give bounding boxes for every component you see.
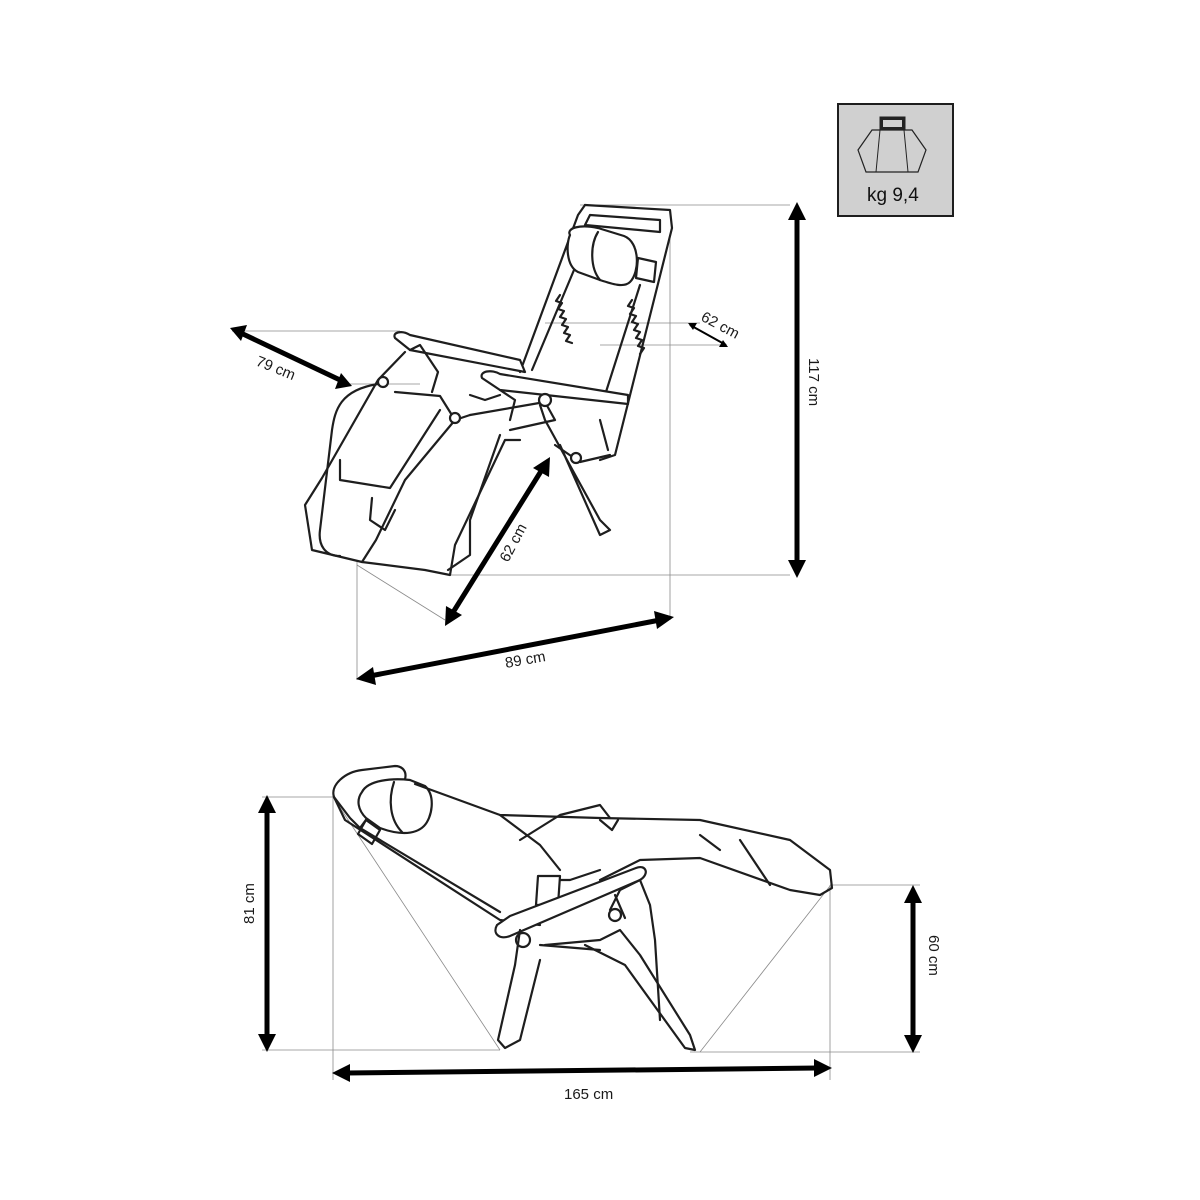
side-height-label: 81 cm: [241, 883, 258, 924]
dimension-height-81: 81 cm: [241, 795, 276, 1052]
weight-badge: kg 9,4: [837, 103, 954, 217]
height-label: 117 cm: [805, 358, 822, 406]
dimension-length-165: 165 cm: [332, 1059, 832, 1103]
length-label: 89 cm: [504, 648, 547, 672]
dimension-length-89: 89 cm: [356, 611, 674, 685]
dimension-width-79: 79 cm: [230, 325, 352, 389]
dimension-depth-62: 62 cm: [445, 457, 550, 626]
dimension-height-117: 117 cm: [788, 202, 822, 578]
chair-perspective-view: [232, 203, 790, 680]
seat-height-label: 60 cm: [925, 935, 942, 976]
weight-label: kg 9,4: [867, 185, 919, 206]
depth-label: 62 cm: [497, 521, 531, 565]
dimension-armrest-62: 62 cm: [688, 309, 742, 347]
chair-side-view: [262, 764, 920, 1080]
armrest-label: 62 cm: [698, 309, 742, 343]
weight-bag-icon: [857, 116, 927, 173]
dimension-seat-height-60: 60 cm: [904, 885, 942, 1053]
side-length-label: 165 cm: [564, 1086, 613, 1103]
